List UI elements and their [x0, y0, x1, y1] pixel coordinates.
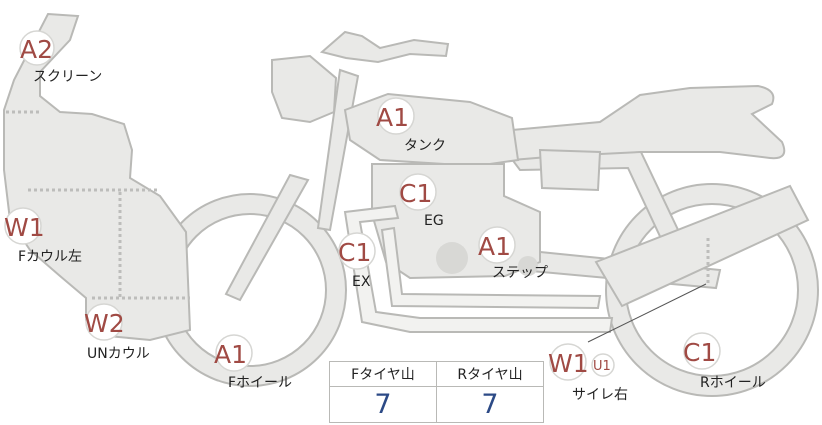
- label-rear-wheel: Rホイール: [700, 375, 766, 391]
- marker-rear-wheel[interactable]: C1 Rホイール: [683, 332, 766, 391]
- label-front-wheel: Fホイール: [228, 375, 292, 391]
- grade-circle: [19, 30, 55, 66]
- grade-under-cowl: W2: [84, 309, 125, 338]
- grade-circle: [399, 173, 437, 211]
- label-tank: タンク: [404, 138, 446, 154]
- headlight-shape: [271, 54, 338, 124]
- marker-tank[interactable]: A1 タンク: [376, 97, 446, 154]
- front-tire-tread-header: Fタイヤ山: [329, 361, 437, 387]
- grade-screen: A2: [20, 35, 53, 64]
- grade-silencer-right: W1: [548, 349, 589, 378]
- grade-circle: [478, 226, 516, 264]
- marker-step[interactable]: A1 ステップ: [478, 226, 548, 281]
- marker-front-wheel[interactable]: A1 Fホイール: [214, 334, 292, 391]
- table-row: 7 7: [329, 386, 544, 423]
- grade-exhaust: C1: [338, 238, 371, 267]
- sub-grade-silencer-right: U1: [593, 359, 611, 374]
- marker-exhaust[interactable]: C1 EX: [338, 232, 376, 290]
- grade-circle: [377, 97, 415, 135]
- muffler-shape: [594, 184, 810, 308]
- label-f-cowl-left: Fカウル左: [18, 249, 82, 265]
- grade-front-wheel: A1: [214, 340, 247, 369]
- grade-circle: [549, 343, 587, 381]
- side-cover-shape: [538, 148, 602, 192]
- grade-circle: [683, 332, 721, 370]
- label-exhaust: EX: [352, 274, 371, 290]
- grade-circle: [4, 207, 42, 245]
- grade-step: A1: [478, 232, 511, 261]
- marker-screen[interactable]: A2 スクリーン: [19, 30, 102, 85]
- rear-tire-tread-header: Rタイヤ山: [436, 361, 544, 387]
- label-under-cowl: UNカウル: [87, 346, 150, 362]
- front-fork-shape: [224, 173, 310, 302]
- marker-engine[interactable]: C1 EG: [399, 173, 444, 229]
- front-tire-tread-value: 7: [329, 386, 437, 423]
- grade-f-cowl-left: W1: [4, 213, 45, 242]
- sub-grade-circle: [591, 353, 615, 377]
- tank-shape: [343, 92, 520, 168]
- footpeg-shape: [518, 256, 538, 276]
- cowl-shape: [3, 12, 192, 342]
- grade-rear-wheel: C1: [683, 338, 716, 367]
- label-engine: EG: [424, 213, 444, 229]
- grade-circle: [215, 334, 253, 372]
- grade-engine: C1: [399, 179, 432, 208]
- exhaust-pipe-shape: [343, 204, 614, 333]
- seat-shape: [511, 84, 786, 162]
- label-silencer-right: サイレ右: [572, 387, 628, 403]
- exhaust-pipe-inner-shape: [380, 226, 602, 310]
- silencer-pointer: [587, 283, 707, 343]
- grade-circle: [338, 232, 376, 270]
- grade-circle: [85, 303, 123, 341]
- engine-cover-shape: [436, 242, 468, 274]
- marker-f-cowl-left[interactable]: W1 Fカウル左: [4, 207, 82, 265]
- rear-tire-tread-value: 7: [436, 386, 544, 423]
- label-screen: スクリーン: [33, 69, 102, 85]
- label-step: ステップ: [492, 265, 548, 281]
- grade-tank: A1: [376, 103, 409, 132]
- marker-under-cowl[interactable]: W2 UNカウル: [84, 303, 150, 362]
- marker-silencer-right[interactable]: W1 U1 サイレ右: [548, 343, 628, 403]
- handlebar-shape: [319, 30, 450, 64]
- table-header-row: Fタイヤ山 Rタイヤ山: [329, 361, 544, 387]
- tire-tread-table: Fタイヤ山 Rタイヤ山 7 7: [329, 361, 544, 423]
